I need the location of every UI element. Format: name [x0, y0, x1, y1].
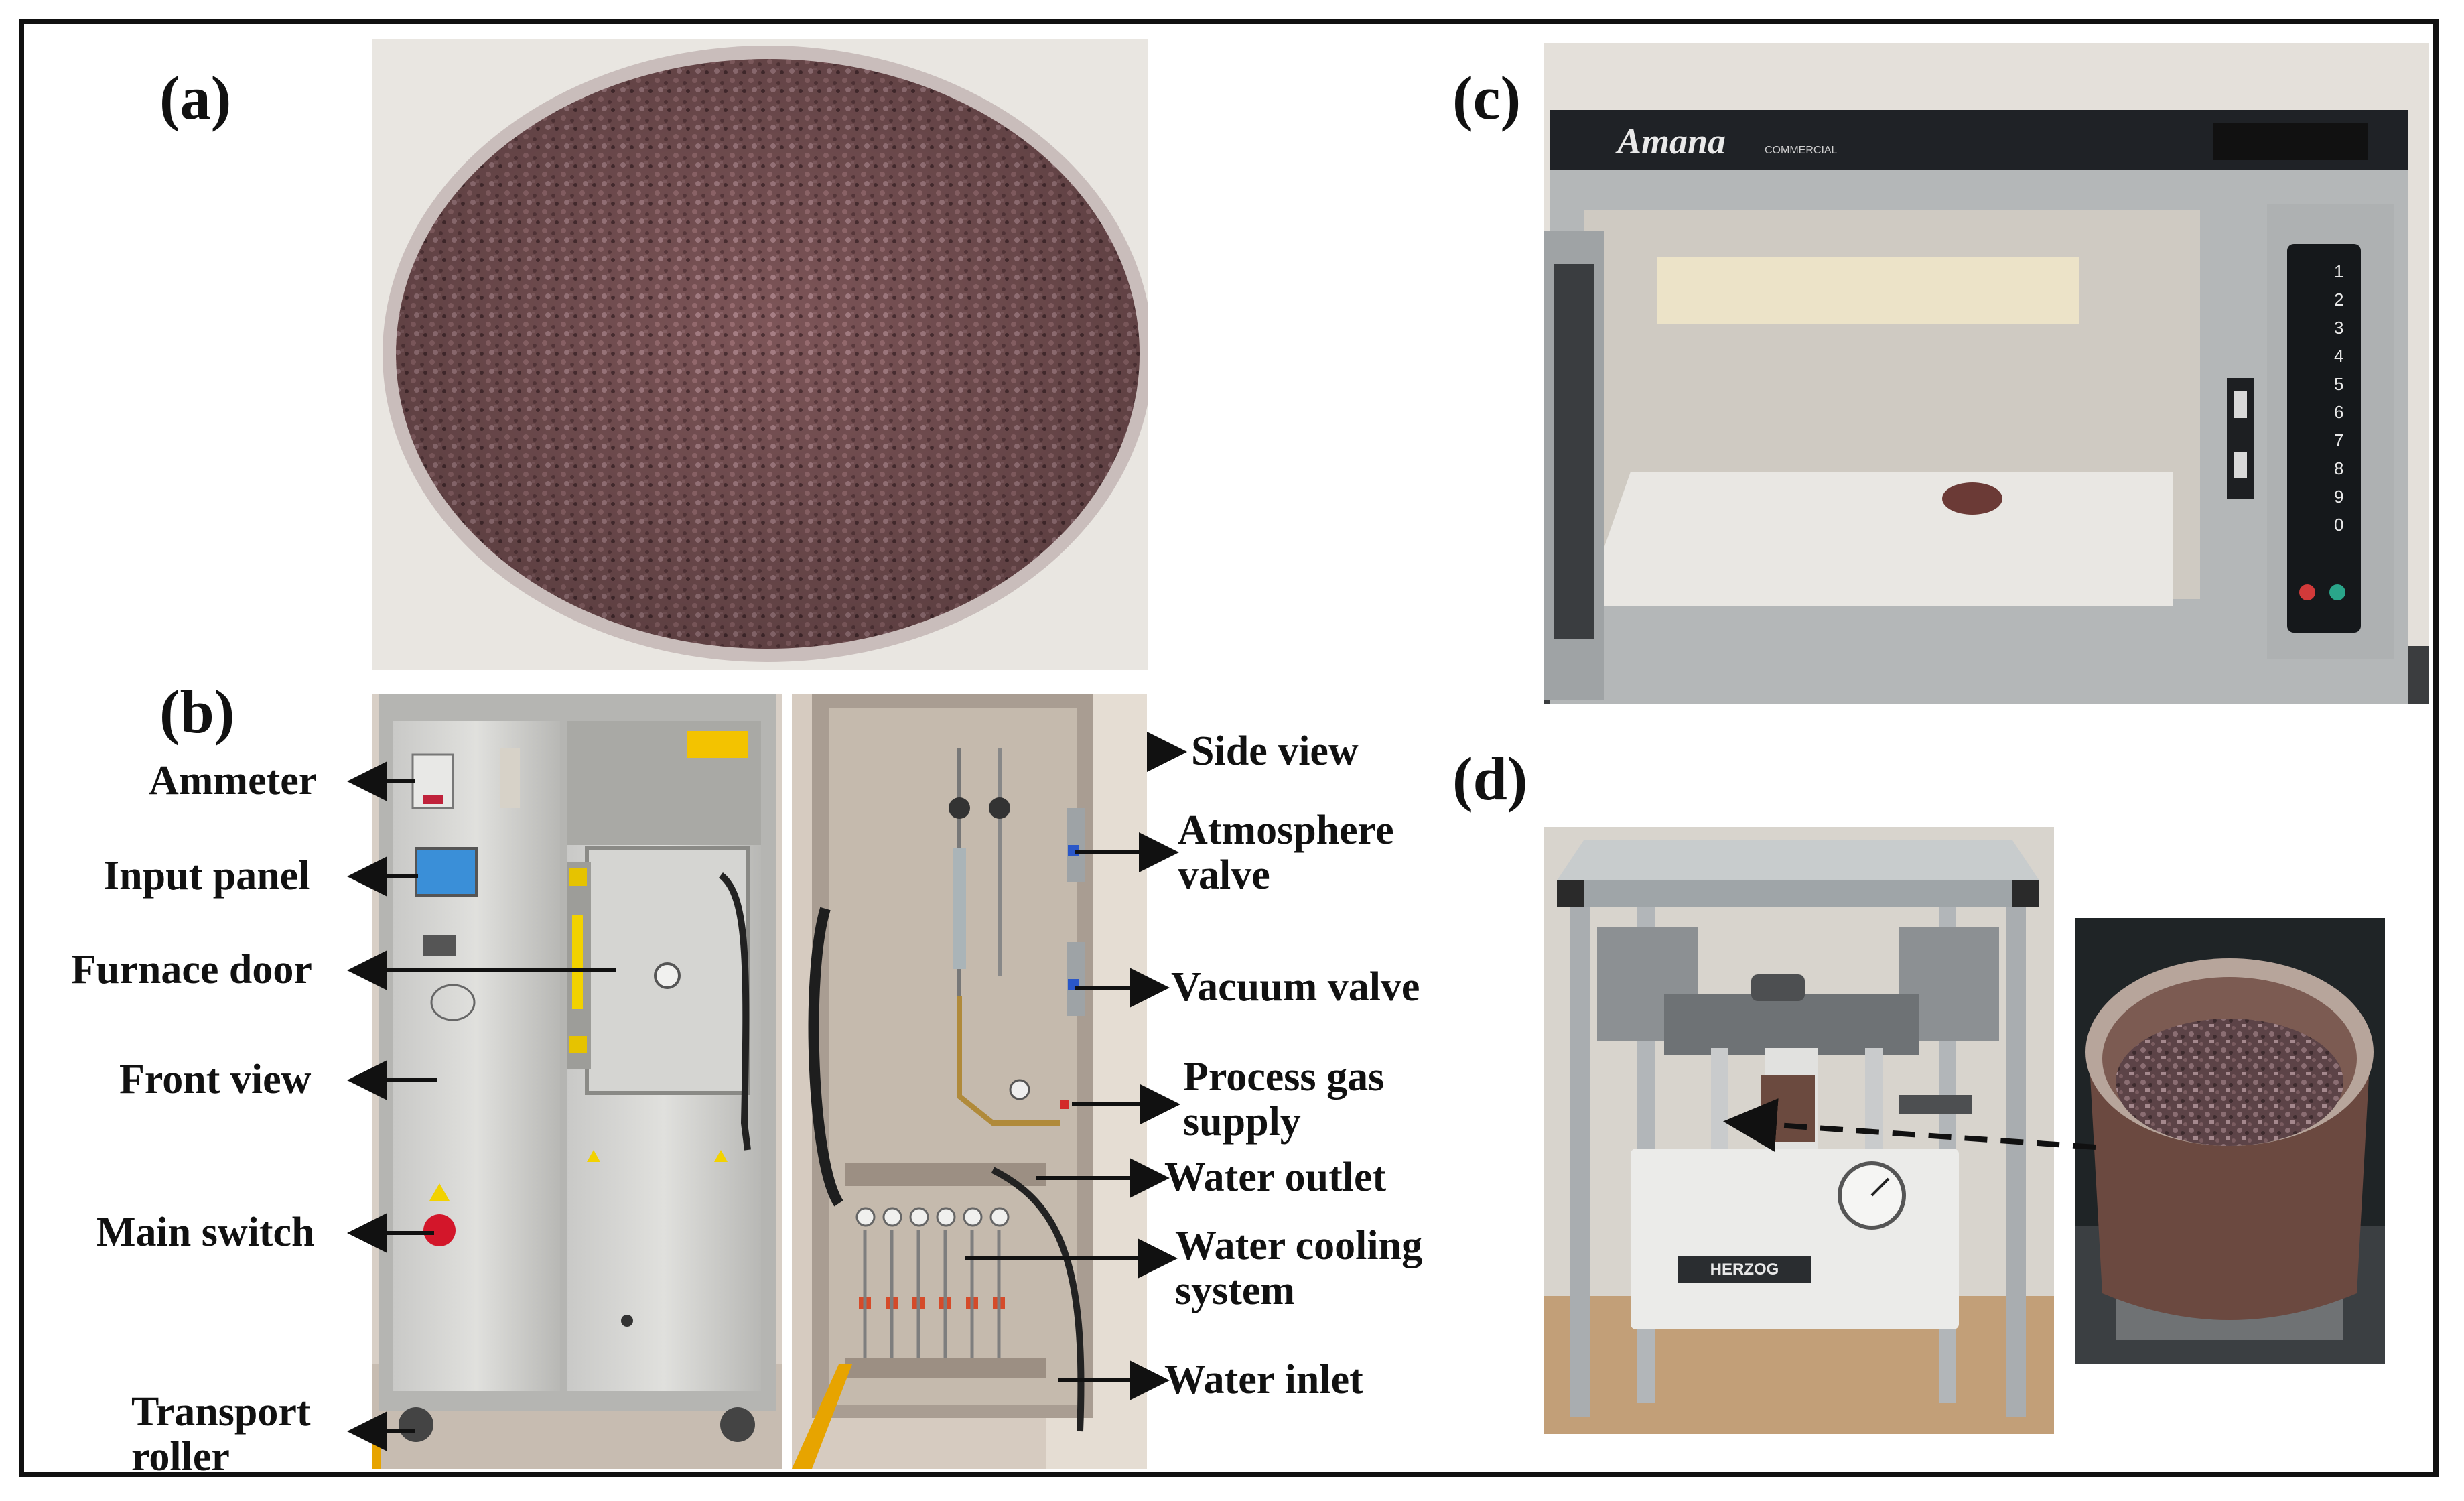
microwave-photo: Amana COMMERCIAL 1 2 3 4 5 6 7 8 9 0	[1544, 43, 2429, 704]
microwave-key-8: 8	[2334, 458, 2343, 478]
label-water-outlet: Water outlet	[1164, 1155, 1387, 1200]
press-brand-text: HERZOG	[1710, 1260, 1779, 1279]
label-input-panel: Input panel	[103, 853, 310, 899]
label-transport-roller: Transport roller	[131, 1390, 311, 1480]
ore-pile-photo	[372, 39, 1148, 670]
microwave-key-0: 0	[2334, 515, 2343, 535]
microwave-key-6: 6	[2334, 402, 2343, 422]
label-transport-roller-line1: Transport	[131, 1389, 311, 1435]
label-process-gas-line1: Process gas	[1183, 1054, 1385, 1100]
microwave-key-1: 1	[2334, 261, 2343, 281]
crucible-photo	[2075, 918, 2385, 1364]
microwave-key-2: 2	[2334, 289, 2343, 310]
label-water-cooling-line2: system	[1175, 1267, 1296, 1313]
label-furnace-door: Furnace door	[71, 947, 312, 992]
label-front-view: Front view	[119, 1057, 312, 1102]
furnace-side-photo	[792, 694, 1147, 1469]
microwave-sub-text: COMMERCIAL	[1765, 145, 1838, 156]
label-vacuum-valve: Vacuum valve	[1171, 964, 1420, 1010]
label-atmosphere-valve-line1: Atmosphere	[1178, 807, 1394, 853]
label-side-view: Side view	[1191, 728, 1359, 774]
label-main-switch: Main switch	[96, 1210, 315, 1255]
figure-frame	[19, 19, 2439, 1477]
panel-label-c: (c)	[1452, 64, 1521, 132]
label-water-cooling-line1: Water cooling	[1175, 1223, 1423, 1268]
label-atmosphere-valve-line2: valve	[1178, 852, 1270, 898]
label-water-inlet: Water inlet	[1164, 1357, 1363, 1402]
label-transport-roller-line2: roller	[131, 1433, 230, 1480]
microwave-key-5: 5	[2334, 374, 2343, 394]
label-process-gas-supply: Process gas supply	[1183, 1055, 1384, 1145]
label-process-gas-line2: supply	[1183, 1098, 1301, 1145]
microwave-key-9: 9	[2334, 486, 2343, 507]
label-water-cooling-system: Water cooling system	[1175, 1224, 1422, 1313]
arrow-crucible-dashed	[1723, 1098, 2096, 1152]
microwave-key-4: 4	[2334, 346, 2343, 366]
press-photo: HERZOG	[1544, 827, 2054, 1434]
furnace-front-photo	[372, 694, 782, 1469]
label-ammeter: Ammeter	[149, 758, 318, 803]
label-atmosphere-valve: Atmosphere valve	[1178, 808, 1394, 898]
panel-label-a: (a)	[159, 64, 232, 132]
panel-label-b: (b)	[159, 677, 235, 746]
panel-label-d: (d)	[1452, 744, 1528, 813]
microwave-key-7: 7	[2334, 430, 2343, 450]
microwave-brand-text: Amana	[1615, 121, 1726, 161]
microwave-key-3: 3	[2334, 318, 2343, 338]
